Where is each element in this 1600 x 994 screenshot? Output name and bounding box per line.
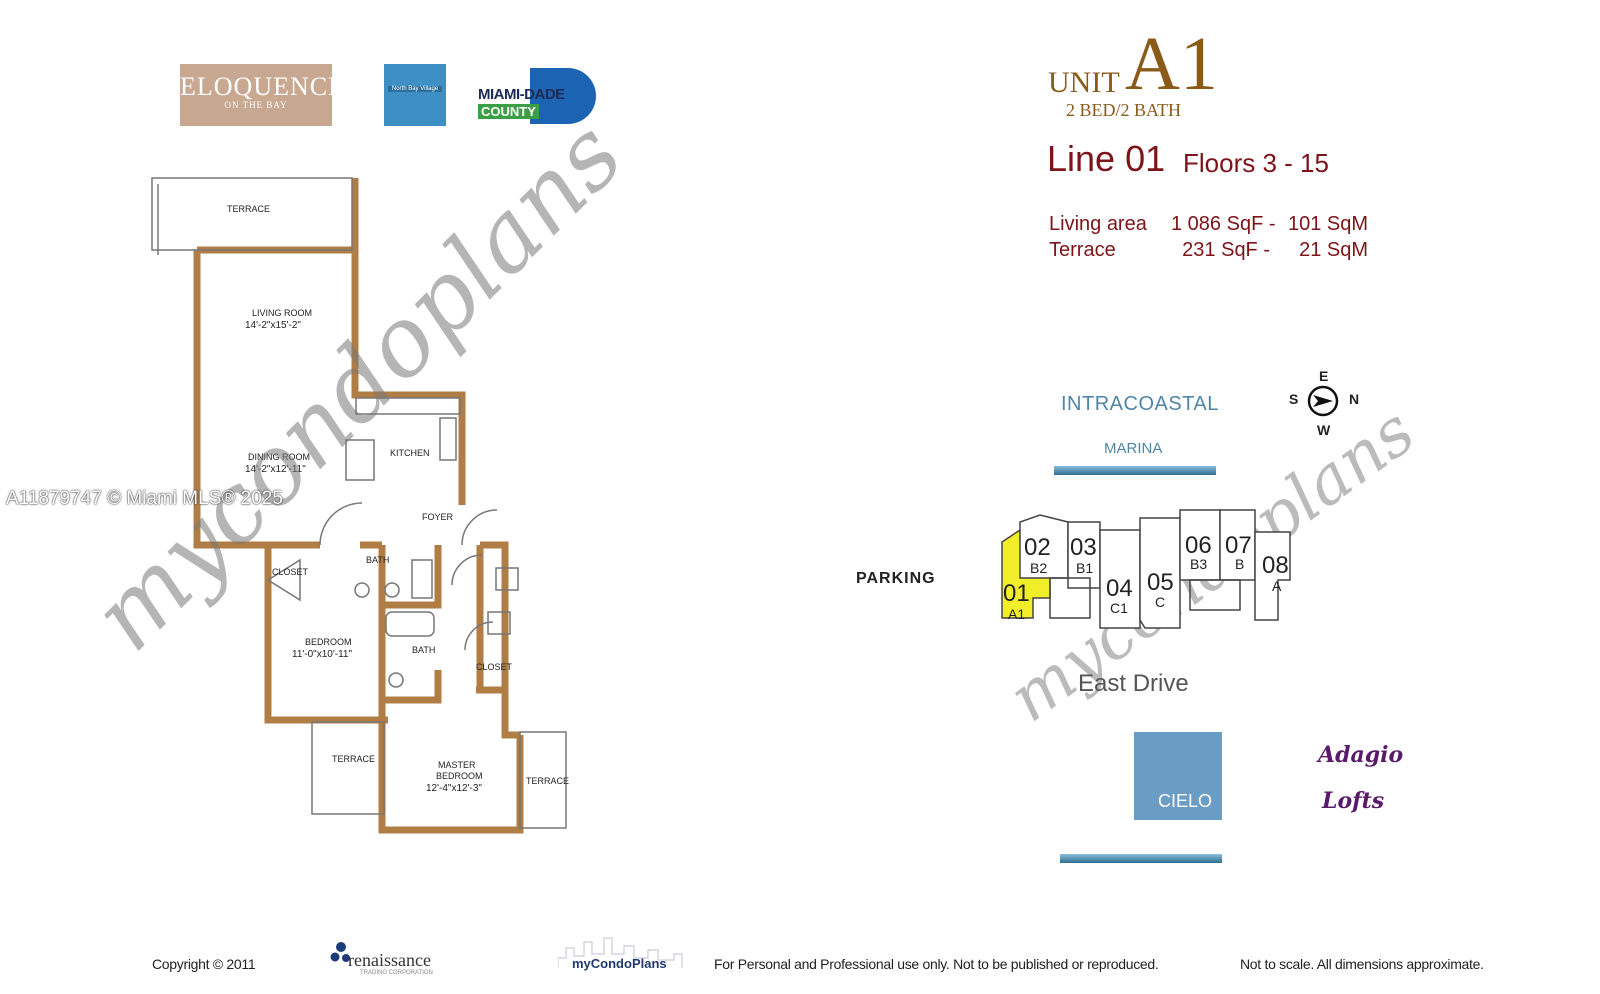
unit-num: 06 — [1185, 532, 1212, 559]
eloquence-logo: ELOQUENCE ON THE BAY — [180, 64, 345, 126]
marina-label: MARINA — [1104, 440, 1163, 457]
adagio-line-2: Lofts — [1322, 788, 1385, 814]
footer-scale-note: Not to scale. All dimensions approximate… — [1240, 956, 1484, 972]
compass-arrow-icon — [1307, 385, 1339, 417]
intracoastal-label: INTRACOASTAL — [1061, 393, 1219, 415]
room-label-closet1: CLOSET — [272, 567, 309, 577]
adagio-lofts-label: Adagio Lofts — [1318, 732, 1403, 824]
footer-notice: For Personal and Professional use only. … — [714, 956, 1159, 972]
eloquence-logo-name: ELOQUENCE — [180, 72, 345, 101]
compass-east: E — [1319, 368, 1329, 384]
miami-dade-logo-top: MIAMI-DADE — [478, 86, 565, 103]
floor-plan — [151, 177, 567, 834]
unit-type: C — [1155, 594, 1166, 610]
room-label-terrace-left: TERRACE — [332, 754, 376, 764]
east-drive-label: East Drive — [1078, 670, 1189, 697]
mls-watermark: A11879747 © Miami MLS® 2025 — [6, 488, 283, 509]
room-label-master: MASTER — [438, 760, 476, 770]
mycondoplans-logo-name: myCondoPlans — [572, 956, 667, 971]
floors-range: Floors 3 - 15 — [1183, 148, 1329, 178]
room-label-terrace-right: TERRACE — [526, 776, 570, 786]
compass-south: S — [1289, 391, 1299, 407]
area-sqf: 1 086 SqF - — [1171, 213, 1276, 235]
unit-beds-baths: 2 BED/2 BATH — [1066, 100, 1182, 120]
renaissance-logo-name: renaissance — [348, 950, 431, 970]
room-label-foyer: FOYER — [422, 512, 454, 522]
area-sqm: 21 SqM — [1299, 239, 1369, 261]
unit-word: UNIT — [1048, 66, 1120, 99]
renaissance-logo-icon — [330, 942, 350, 962]
unit-type: C1 — [1110, 600, 1128, 616]
room-label-dining: DINING ROOM — [248, 452, 310, 462]
compass-north: N — [1349, 391, 1360, 407]
room-dims-dining: 14'-2"x12'-11" — [245, 464, 306, 475]
unit-num: 04 — [1106, 575, 1133, 602]
unit-type-highlighted: A1 — [1008, 606, 1026, 622]
unit-num-highlighted: 01 — [1003, 580, 1030, 607]
unit-num: 02 — [1024, 534, 1051, 561]
area-label: Living area — [1049, 213, 1147, 235]
unit-num: 03 — [1070, 534, 1097, 561]
unit-type: B1 — [1076, 560, 1094, 576]
room-label-master-2: BEDROOM — [436, 771, 483, 781]
area-table: Living area 1 086 SqF - 101 SqM Terrace … — [1047, 210, 1370, 264]
area-label: Terrace — [1049, 239, 1116, 261]
building-keyplan — [1001, 509, 1291, 629]
room-dims-bedroom: 11'-0"x10'-11" — [292, 649, 353, 660]
unit-type: B2 — [1030, 560, 1048, 576]
north-bay-village-logo: North Bay Village — [384, 64, 446, 126]
room-label-terrace-top: TERRACE — [227, 204, 271, 214]
area-row: Living area 1 086 SqF - 101 SqM — [1049, 212, 1368, 236]
area-sqm: 101 SqM — [1288, 213, 1369, 235]
room-dims-master: 12'-4"x12'-3" — [426, 783, 482, 794]
room-label-bath2: BATH — [412, 645, 436, 655]
unit-num: 08 — [1262, 552, 1289, 579]
renaissance-logo-sub: TRADING CORPORATION — [360, 970, 433, 976]
unit-code: A1 — [1125, 22, 1218, 106]
miami-dade-logo-bottom: COUNTY — [478, 104, 539, 119]
area-row: Terrace 231 SqF - 21 SqM — [1049, 238, 1368, 262]
unit-type: A — [1272, 578, 1282, 594]
footer-copyright: Copyright © 2011 — [152, 956, 256, 972]
room-dims-living: 14'-2"x15'-2" — [245, 320, 301, 331]
miami-dade-logo: MIAMI-DADE COUNTY — [478, 68, 598, 124]
room-label-kitchen: KITCHEN — [390, 448, 430, 458]
cielo-label: CIELO — [1158, 791, 1213, 811]
unit-num: 07 — [1225, 532, 1252, 559]
line-title: Line 01 — [1047, 138, 1166, 179]
unit-num: 05 — [1147, 569, 1174, 596]
mycondoplans-logo: myCondoPlans — [558, 934, 698, 971]
room-label-closet2: CLOSET — [476, 662, 513, 672]
parking-label: PARKING — [856, 570, 936, 587]
room-label-living: LIVING ROOM — [252, 308, 313, 318]
north-bay-village-logo-text: North Bay Village — [388, 86, 442, 92]
room-label-bath1: BATH — [366, 555, 390, 565]
room-label-bedroom: BEDROOM — [305, 637, 352, 647]
eloquence-logo-sub: ON THE BAY — [224, 100, 288, 110]
unit-type: B — [1235, 556, 1245, 572]
marina-waterline — [1054, 466, 1216, 475]
unit-type: B3 — [1190, 556, 1208, 572]
adagio-line-1: Adagio — [1318, 742, 1404, 768]
compass-west: W — [1317, 422, 1331, 438]
bottom-waterline — [1060, 854, 1222, 863]
area-sqf: 231 SqF - — [1182, 239, 1270, 261]
cielo-building: CIELO — [1134, 732, 1222, 820]
skyline-icon — [558, 937, 683, 968]
compass: E S N W — [1285, 368, 1375, 448]
